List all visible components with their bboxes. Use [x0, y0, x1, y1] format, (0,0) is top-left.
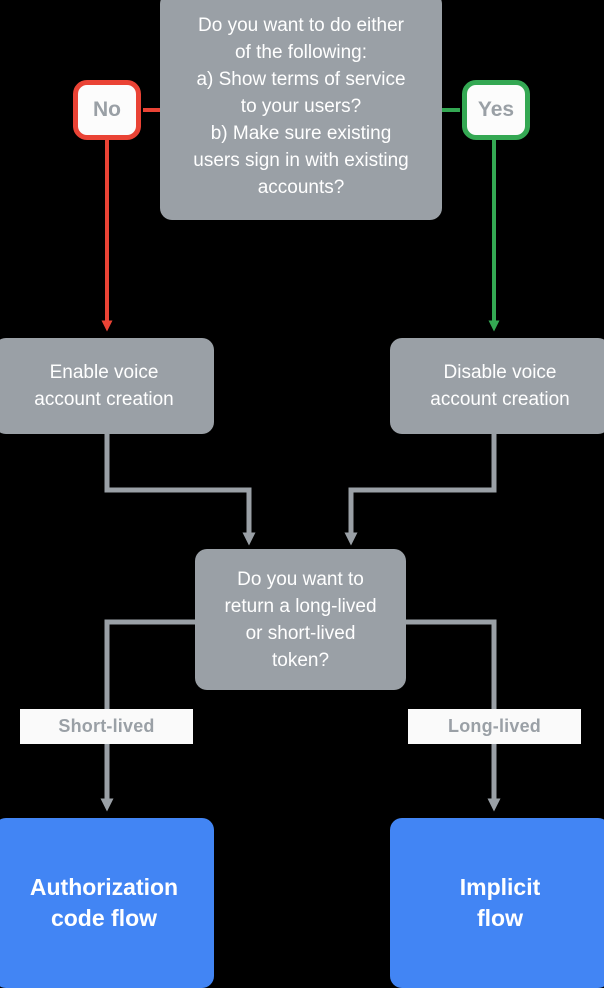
decision-terms-line-2: of the following:	[234, 41, 368, 63]
edge-label-long-lived: Long-lived	[408, 709, 581, 744]
enable-voice-line-2: account creation	[34, 389, 174, 410]
decision-token-line-4: token?	[271, 649, 330, 671]
edge-label-short-lived-text: Short-lived	[58, 716, 155, 736]
edge-label-long-lived-text: Long-lived	[448, 716, 541, 736]
decision-terms-line-7: accounts?	[257, 176, 345, 198]
terminal-node-implicit-flow[interactable]: Implicit flow	[390, 818, 604, 988]
decision-node-terms-of-service[interactable]: Do you want to do either of the followin…	[160, 0, 442, 220]
auth-code-flow-line-1: Authorization	[29, 874, 179, 900]
enable-voice-line-1: Enable voice	[49, 362, 159, 383]
process-node-disable-voice-account-creation[interactable]: Disable voice account creation	[390, 338, 604, 434]
implicit-flow-line-1: Implicit	[459, 874, 541, 900]
decision-node-token-lifetime[interactable]: Do you want to return a long-lived or sh…	[195, 549, 406, 690]
decision-terms-line-6: users sign in with existing	[193, 149, 409, 171]
terminal-node-authorization-code-flow[interactable]: Authorization code flow	[0, 818, 214, 988]
decision-terms-line-4: to your users?	[240, 95, 362, 117]
auth-code-flow-line-2: code flow	[50, 905, 158, 931]
answer-pill-no-label: No	[93, 98, 121, 121]
answer-pill-no[interactable]: No	[73, 80, 141, 140]
decision-token-line-3: or short-lived	[245, 622, 356, 644]
answer-pill-yes-label: Yes	[477, 98, 515, 121]
decision-token-line-2: return a long-lived	[224, 595, 377, 617]
decision-token-line-1: Do you want to	[237, 568, 364, 590]
decision-terms-line-5: b) Make sure existing	[210, 122, 392, 144]
decision-terms-line-3: a) Show terms of service	[196, 68, 406, 90]
disable-voice-line-1: Disable voice	[443, 362, 557, 383]
edge-disable-to-token-decision	[344, 434, 497, 546]
disable-voice-line-2: account creation	[430, 389, 570, 410]
edge-enable-to-token-decision	[104, 434, 256, 546]
process-node-enable-voice-account-creation[interactable]: Enable voice account creation	[0, 338, 214, 434]
edge-label-short-lived: Short-lived	[20, 709, 193, 744]
implicit-flow-line-2: flow	[477, 905, 523, 931]
answer-pill-yes[interactable]: Yes	[462, 80, 530, 140]
decision-terms-line-1: Do you want to do either	[198, 14, 404, 36]
